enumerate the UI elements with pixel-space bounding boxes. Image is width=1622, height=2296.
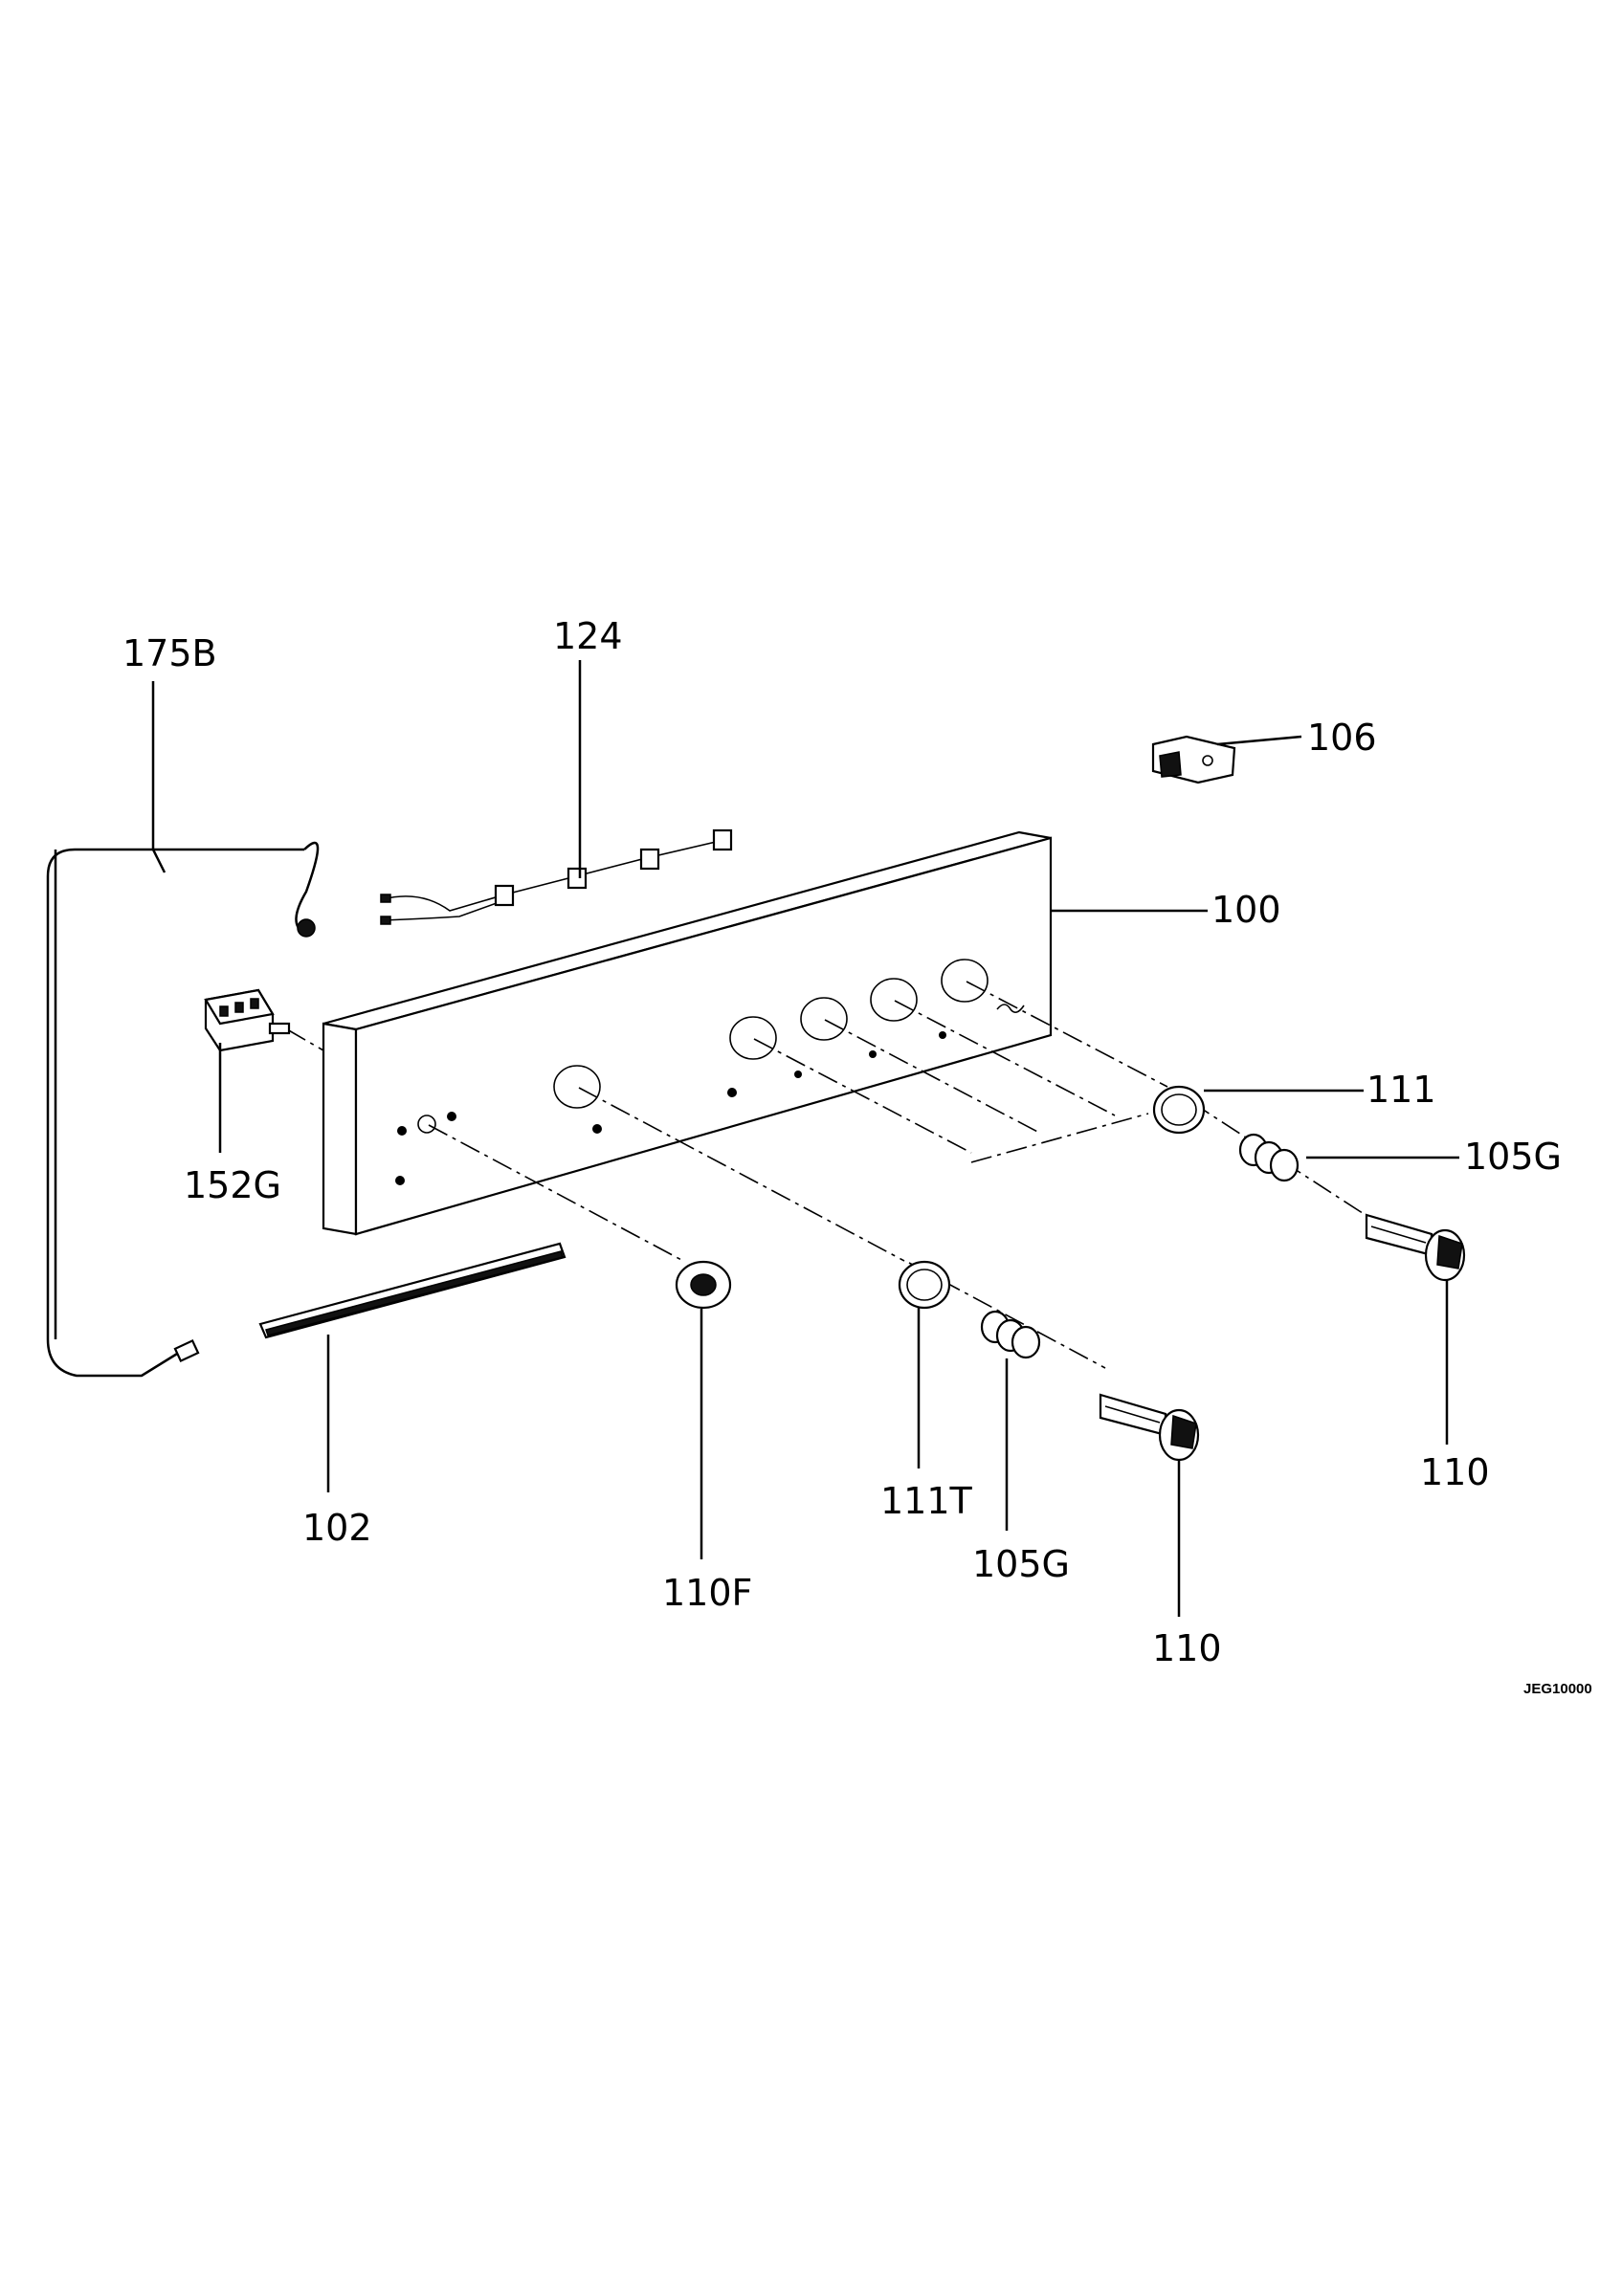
- label-111: 111: [1366, 1069, 1436, 1111]
- label-105G-center: 105G: [972, 1543, 1070, 1585]
- label-102: 102: [302, 1507, 372, 1549]
- label-152G: 152G: [184, 1164, 281, 1206]
- label-175B: 175B: [122, 632, 217, 674]
- label-110-center: 110: [1152, 1627, 1222, 1669]
- clip-part: [1151, 735, 1236, 784]
- label-111T: 111T: [880, 1480, 973, 1522]
- control-knobs: [1099, 1213, 1466, 1462]
- label-106: 106: [1307, 717, 1377, 759]
- label-100: 100: [1211, 889, 1281, 931]
- drawing-code: JEG10000: [1523, 1681, 1592, 1697]
- label-124: 124: [553, 615, 623, 657]
- knob-center: [1099, 1393, 1200, 1462]
- label-110F: 110F: [662, 1572, 752, 1614]
- control-panel: [322, 830, 1053, 1236]
- switch-part: [204, 988, 291, 1052]
- thermocouple-tube: [46, 841, 320, 1378]
- knob-hardware: [675, 1085, 1300, 1359]
- label-105G-right: 105G: [1464, 1136, 1562, 1178]
- knob-right: [1365, 1213, 1466, 1282]
- wiring-harness: [380, 828, 733, 925]
- part-labels: 175B 124 106 100 111 105G 152G 110 102 1…: [122, 615, 1562, 1669]
- label-110-right: 110: [1420, 1451, 1490, 1493]
- trim-strip: [258, 1242, 567, 1339]
- leader-lines: [151, 660, 1459, 1617]
